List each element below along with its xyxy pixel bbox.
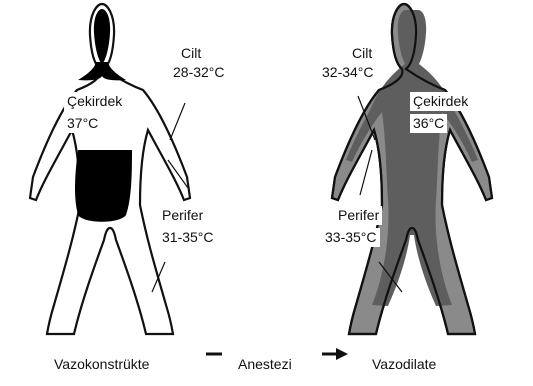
left-core-label: Çekirdek: [64, 92, 125, 111]
left-cilt-temp: 28-32°C: [173, 64, 225, 81]
right-cilt-label: Cilt: [352, 45, 372, 62]
right-core-label: Çekirdek: [410, 92, 471, 111]
left-cilt-leader: [170, 103, 185, 140]
left-periph-label: Perifer: [159, 206, 206, 225]
caption-vazokonstrukte: Vazokonstrükte: [54, 356, 149, 373]
right-core-temp: 36°C: [410, 114, 447, 133]
right-periph-label: Perifer: [335, 206, 382, 225]
left-body: [30, 4, 190, 334]
right-cilt-temp: 32-34°C: [322, 64, 374, 81]
right-periph-temp: 33-35°C: [322, 228, 380, 247]
left-periph-temp: 31-35°C: [159, 228, 217, 247]
caption-vazodilate: Vazodilate: [372, 356, 436, 373]
left-torso-core: [75, 150, 132, 222]
left-core-temp: 37°C: [64, 114, 101, 133]
left-cilt-label: Cilt: [181, 45, 201, 62]
right-core-leader: [360, 150, 372, 195]
caption-anestezi: Anestezi: [238, 356, 292, 373]
arrow-head: [336, 348, 348, 360]
